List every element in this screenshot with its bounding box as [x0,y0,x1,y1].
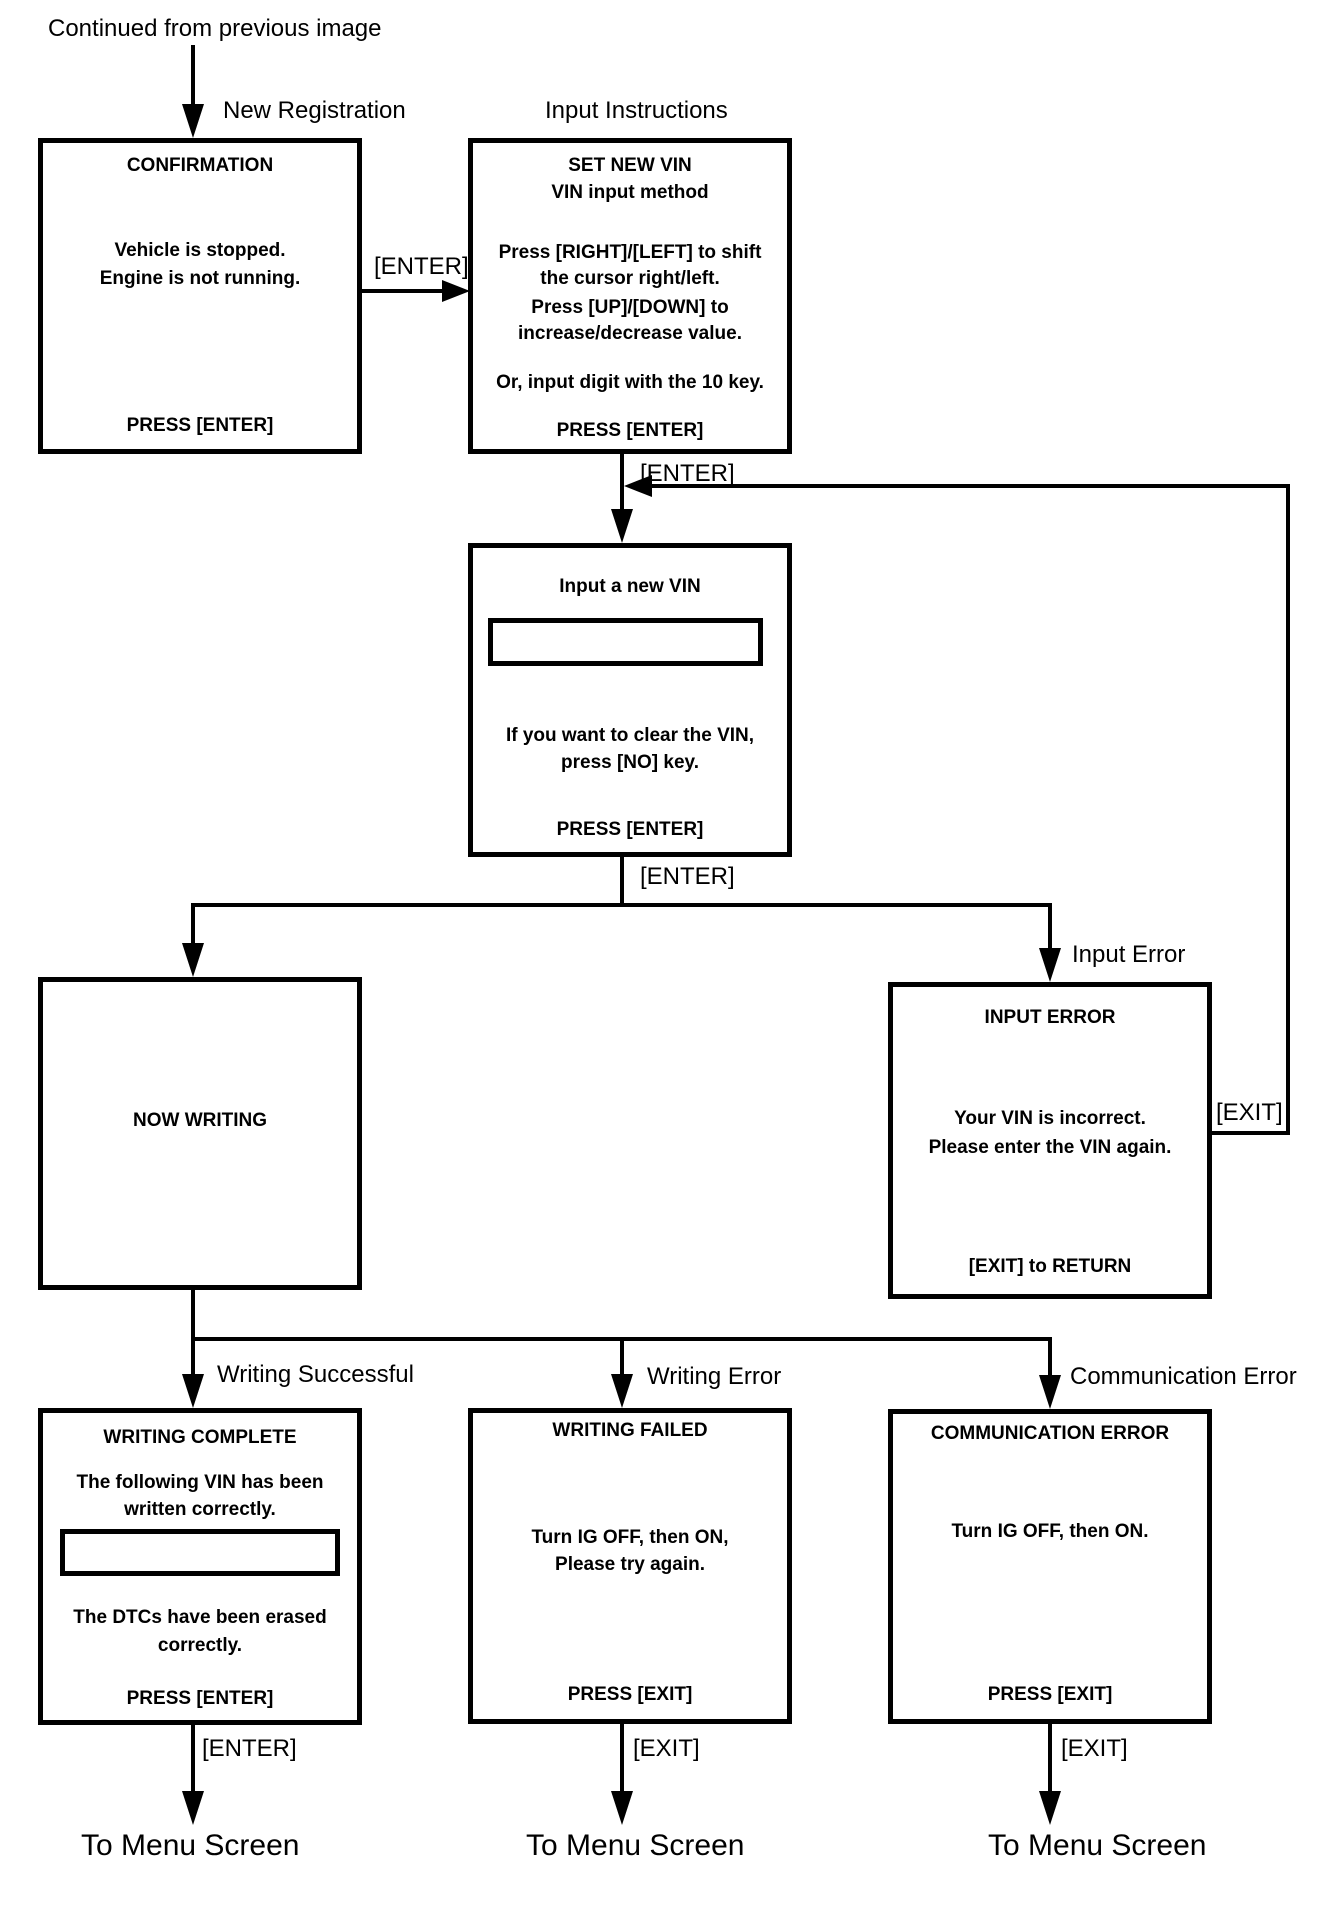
flow-line [360,289,444,293]
now-writing-screen-box: NOW WRITING [38,977,362,1290]
box-text-line: Press [RIGHT]/[LEFT] to shift [498,242,762,263]
arrow-down-icon [1039,1791,1061,1825]
box-text-line: Turn IG OFF, then ON, [531,1527,729,1548]
flow-line [620,855,624,907]
arrow-down-icon [182,1791,204,1825]
flow-line [191,1723,195,1793]
vin-input-field [488,618,763,666]
box-text-line: Engine is not running. [99,268,301,289]
enter-transition-label: [ENTER] [640,460,735,487]
writing-failed-screen-box: WRITING FAILED Turn IG OFF, then ON, Ple… [468,1408,792,1724]
to-menu-screen-label: To Menu Screen [988,1829,1207,1862]
arrow-down-icon [1039,1375,1061,1409]
writing-successful-transition-label: Writing Successful [217,1361,414,1388]
box-text-line: Please try again. [555,1554,705,1575]
box-title: WRITING COMPLETE [103,1427,297,1448]
flow-line [1048,1722,1052,1793]
arrow-down-icon [611,1791,633,1825]
box-title: INPUT ERROR [984,1007,1116,1028]
flow-line [191,903,195,945]
input-error-transition-label: Input Error [1072,941,1186,968]
flow-line [191,1337,195,1376]
communication-error-screen-box: COMMUNICATION ERROR Turn IG OFF, then ON… [888,1409,1212,1724]
flow-line [191,1288,195,1341]
input-instructions-label: Input Instructions [545,97,728,124]
writing-error-transition-label: Writing Error [647,1363,782,1390]
enter-transition-label: [ENTER] [202,1735,297,1762]
writing-complete-screen-box: WRITING COMPLETE The following VIN has b… [38,1408,362,1725]
box-footer: [EXIT] to RETURN [968,1256,1132,1277]
box-text-line: increase/decrease value. [518,323,742,344]
input-error-screen-box: INPUT ERROR Your VIN is incorrect. Pleas… [888,982,1212,1299]
new-registration-label: New Registration [223,97,406,124]
arrow-down-icon [611,1374,633,1408]
box-footer: PRESS [EXIT] [567,1684,693,1705]
confirmation-screen-box: CONFIRMATION Vehicle is stopped. Engine … [38,138,362,454]
box-footer: PRESS [ENTER] [126,415,274,436]
exit-transition-label: [EXIT] [633,1735,700,1762]
box-text-line: written correctly. [124,1499,276,1520]
box-title: Input a new VIN [559,576,701,597]
flow-line [191,45,195,106]
box-subtitle: VIN input method [551,182,709,203]
box-text-line: press [NO] key. [561,752,699,773]
to-menu-screen-label: To Menu Screen [526,1829,745,1862]
box-text-line: Vehicle is stopped. [114,240,286,261]
box-text-line: the cursor right/left. [540,268,720,289]
box-text-line: The DTCs have been erased [73,1607,327,1628]
box-footer: PRESS [ENTER] [126,1688,274,1709]
flow-line [620,1722,624,1793]
box-text-line: Your VIN is incorrect. [954,1108,1146,1129]
arrow-down-icon [182,1374,204,1408]
exit-transition-label: [EXIT] [1061,1735,1128,1762]
box-text-line: Press [UP]/[DOWN] to [531,297,729,318]
box-text-line: If you want to clear the VIN, [505,725,755,746]
flow-line [191,903,1052,907]
communication-error-transition-label: Communication Error [1070,1363,1297,1390]
box-text-line: Please enter the VIN again. [928,1137,1172,1158]
continued-from-previous-label: Continued from previous image [48,15,382,42]
flow-line [650,484,1290,488]
to-menu-screen-label: To Menu Screen [81,1829,300,1862]
flow-line [1286,484,1290,1135]
box-title: CONFIRMATION [126,155,274,176]
box-title: NOW WRITING [132,1110,268,1131]
box-text-line: Turn IG OFF, then ON. [951,1521,1149,1542]
arrow-right-icon [442,280,470,302]
arrow-down-icon [182,104,204,138]
enter-transition-label: [ENTER] [374,253,469,280]
arrow-down-icon [182,943,204,977]
enter-transition-label: [ENTER] [640,863,735,890]
box-footer: PRESS [EXIT] [987,1684,1113,1705]
box-text-line: correctly. [157,1635,243,1656]
box-title: SET NEW VIN [568,155,692,176]
box-footer: PRESS [ENTER] [556,420,704,441]
arrow-left-icon [624,475,652,497]
arrow-down-icon [611,509,633,543]
box-title: COMMUNICATION ERROR [930,1423,1170,1444]
flow-line [620,1337,624,1376]
box-text-line: The following VIN has been [76,1472,324,1493]
box-text-line: Or, input digit with the 10 key. [496,372,764,393]
set-new-vin-screen-box: SET NEW VIN VIN input method Press [RIGH… [468,138,792,454]
flow-line [620,452,624,511]
box-title: WRITING FAILED [552,1420,708,1441]
vin-display-field [60,1529,340,1576]
arrow-down-icon [1039,948,1061,982]
exit-transition-label: [EXIT] [1216,1099,1283,1126]
flow-line [1048,1337,1052,1377]
flow-line [1210,1131,1290,1135]
flow-line [1048,903,1052,950]
box-footer: PRESS [ENTER] [556,819,704,840]
input-new-vin-screen-box: Input a new VIN If you want to clear the… [468,543,792,857]
